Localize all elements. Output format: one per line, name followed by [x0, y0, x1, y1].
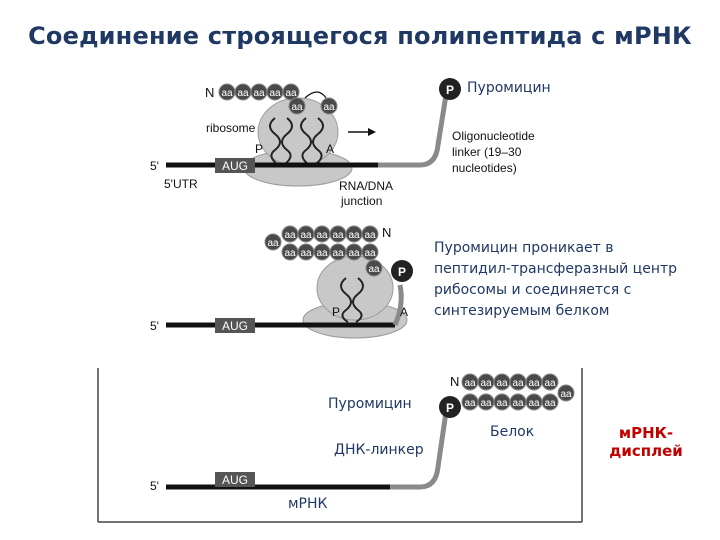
dna-linker-1: [378, 94, 449, 168]
svg-text:aa: aa: [323, 102, 335, 113]
n-terminus-label-2: N: [382, 225, 391, 240]
panel-1: AUG 5' 5'UTR ribosome P A N aa aa aa aa …: [150, 78, 535, 208]
panel-2: AUG 5' P A N aa aa aa aa aa aa aa aa aa …: [150, 225, 413, 339]
puromycin-badge-letter-3: P: [446, 401, 454, 415]
svg-text:aa: aa: [332, 248, 344, 259]
svg-text:aa: aa: [348, 230, 360, 241]
mrna-display-label: мРНК- дисплей: [596, 424, 696, 460]
svg-text:aa: aa: [528, 398, 540, 409]
svg-text:aa: aa: [285, 88, 297, 99]
puromycin-description-line4: синтезируемым белком: [434, 303, 610, 319]
mrna-display-line2: дисплей: [609, 442, 683, 460]
svg-text:aa: aa: [291, 102, 303, 113]
peptide-chain-1: aa aa aa aa aa aa aa: [218, 83, 338, 115]
n-terminus-label-1: N: [205, 85, 214, 100]
svg-text:aa: aa: [269, 88, 281, 99]
mrna-display-line1: мРНК-: [618, 424, 674, 442]
svg-text:aa: aa: [528, 378, 540, 389]
svg-text:aa: aa: [332, 230, 344, 241]
svg-text:aa: aa: [267, 238, 279, 249]
aug-label-1: AUG: [222, 159, 248, 173]
page-title: Соединение строящегося полипептида с мРН…: [28, 22, 692, 50]
trna-p-site: [269, 117, 293, 165]
svg-text:aa: aa: [544, 378, 556, 389]
svg-text:aa: aa: [560, 389, 572, 400]
puromycin-description-line3: рибосомы и соединяется с: [434, 282, 632, 298]
puromycin-description: Пуромицин проникает в пептидил-трансфера…: [434, 238, 677, 322]
a-site-label-2: A: [400, 305, 408, 319]
svg-text:aa: aa: [300, 248, 312, 259]
svg-text:aa: aa: [512, 378, 524, 389]
puromycin-label-bottom: Пуромицин: [328, 396, 412, 412]
peptide-chain-3: aa aa aa aa aa aa aa aa aa aa aa aa aa: [461, 373, 575, 411]
puromycin-description-line1: Пуромицин проникает в: [434, 240, 614, 256]
five-prime-label-3: 5': [150, 479, 159, 493]
aug-box-3: [215, 472, 255, 487]
mrna-label: мРНК: [288, 496, 328, 512]
puromycin-label-top: Пуромицин: [467, 80, 551, 96]
utr-label: 5'UTR: [164, 177, 198, 191]
puromycin-description-line2: пептидил-трансферазный центр: [434, 261, 678, 277]
svg-text:aa: aa: [284, 230, 296, 241]
direction-arrowhead: [368, 128, 376, 136]
svg-text:aa: aa: [512, 398, 524, 409]
svg-text:aa: aa: [496, 398, 508, 409]
svg-text:aa: aa: [464, 378, 476, 389]
dna-linker-label: ДНК-линкер: [334, 442, 424, 458]
aug-label-3: AUG: [222, 473, 248, 487]
puromycin-badge-3: [439, 396, 461, 418]
junction-line1: RNA/DNA: [339, 179, 393, 193]
aug-box-1: [215, 158, 255, 173]
trna-a-site: [300, 117, 324, 165]
dna-linker-2: [392, 284, 404, 327]
puromycin-badge-1: [439, 78, 461, 100]
linker-desc-line2: linker (19–30: [452, 145, 522, 159]
protein-label: Белок: [490, 424, 535, 440]
n-terminus-label-3: N: [450, 374, 459, 389]
svg-text:aa: aa: [544, 398, 556, 409]
svg-text:aa: aa: [221, 88, 233, 99]
svg-text:aa: aa: [368, 264, 380, 275]
ribosome-label: ribosome: [206, 121, 256, 135]
svg-text:aa: aa: [480, 398, 492, 409]
puromycin-badge-letter-2: P: [398, 265, 406, 279]
svg-text:aa: aa: [480, 378, 492, 389]
peptidyl-transfer-arrow: [304, 91, 327, 99]
aug-label-2: AUG: [222, 319, 248, 333]
linker-desc-line3: nucleotides): [452, 161, 517, 175]
trna-p-site-2: [340, 277, 364, 323]
linker-desc-line1: Oligonucleotide: [452, 129, 535, 143]
svg-text:aa: aa: [316, 230, 328, 241]
a-site-label-1: A: [326, 142, 334, 156]
p-site-label-2: P: [332, 305, 340, 319]
puromycin-badge-letter-1: P: [446, 83, 454, 97]
svg-text:aa: aa: [316, 248, 328, 259]
svg-text:aa: aa: [464, 398, 476, 409]
svg-text:aa: aa: [284, 248, 296, 259]
dna-linker-3: [390, 411, 449, 490]
svg-text:aa: aa: [253, 88, 265, 99]
puromycin-badge-2: [391, 260, 413, 282]
five-prime-label-2: 5': [150, 319, 159, 333]
aug-box-2: [215, 318, 255, 333]
p-site-label-1: P: [255, 142, 263, 156]
panel-3: AUG 5' N aa aa aa aa aa aa aa aa aa aa a…: [97, 368, 583, 523]
svg-text:aa: aa: [237, 88, 249, 99]
svg-text:aa: aa: [364, 248, 376, 259]
svg-text:aa: aa: [348, 248, 360, 259]
svg-text:aa: aa: [496, 378, 508, 389]
svg-text:aa: aa: [364, 230, 376, 241]
five-prime-label-1: 5': [150, 159, 159, 173]
svg-text:aa: aa: [300, 230, 312, 241]
junction-line2: junction: [340, 194, 382, 208]
peptide-chain-2: aa aa aa aa aa aa aa aa aa aa aa aa aa a…: [264, 225, 383, 277]
